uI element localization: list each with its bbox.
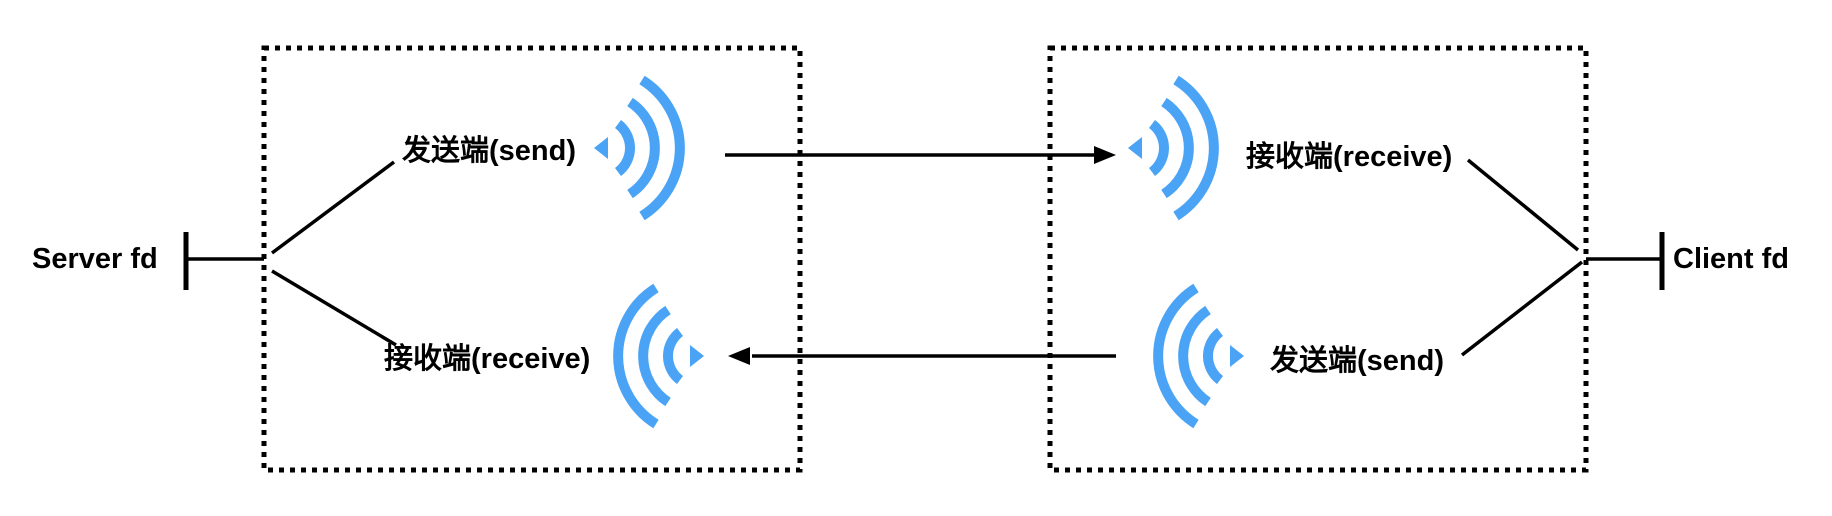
client-fork-lower bbox=[1460, 260, 1584, 357]
server-receive-wifi-signal-icon bbox=[618, 288, 704, 424]
client-fd-label: Client fd bbox=[1673, 243, 1789, 275]
server-fork-upper bbox=[270, 160, 396, 255]
client-send-label: 发送端(send) bbox=[1269, 344, 1444, 377]
client-socket-box bbox=[1047, 45, 1589, 473]
client-fork-upper bbox=[1466, 158, 1580, 252]
server-receive-label: 接收端(receive) bbox=[384, 342, 590, 375]
server-fd-label: Server fd bbox=[32, 243, 158, 275]
send-arrow-head-icon bbox=[1094, 146, 1116, 164]
server-fork-lower bbox=[271, 269, 397, 347]
client-receive-label: 接收端(receive) bbox=[1246, 140, 1452, 173]
receive-arrow-head-icon bbox=[728, 347, 750, 365]
client-receive-wifi-signal-icon bbox=[1128, 80, 1214, 216]
server-send-label: 发送端(send) bbox=[401, 134, 576, 167]
server-socket-box bbox=[261, 45, 803, 473]
client-send-wifi-signal-icon bbox=[1158, 288, 1244, 424]
server-send-wifi-signal-icon bbox=[594, 80, 680, 216]
